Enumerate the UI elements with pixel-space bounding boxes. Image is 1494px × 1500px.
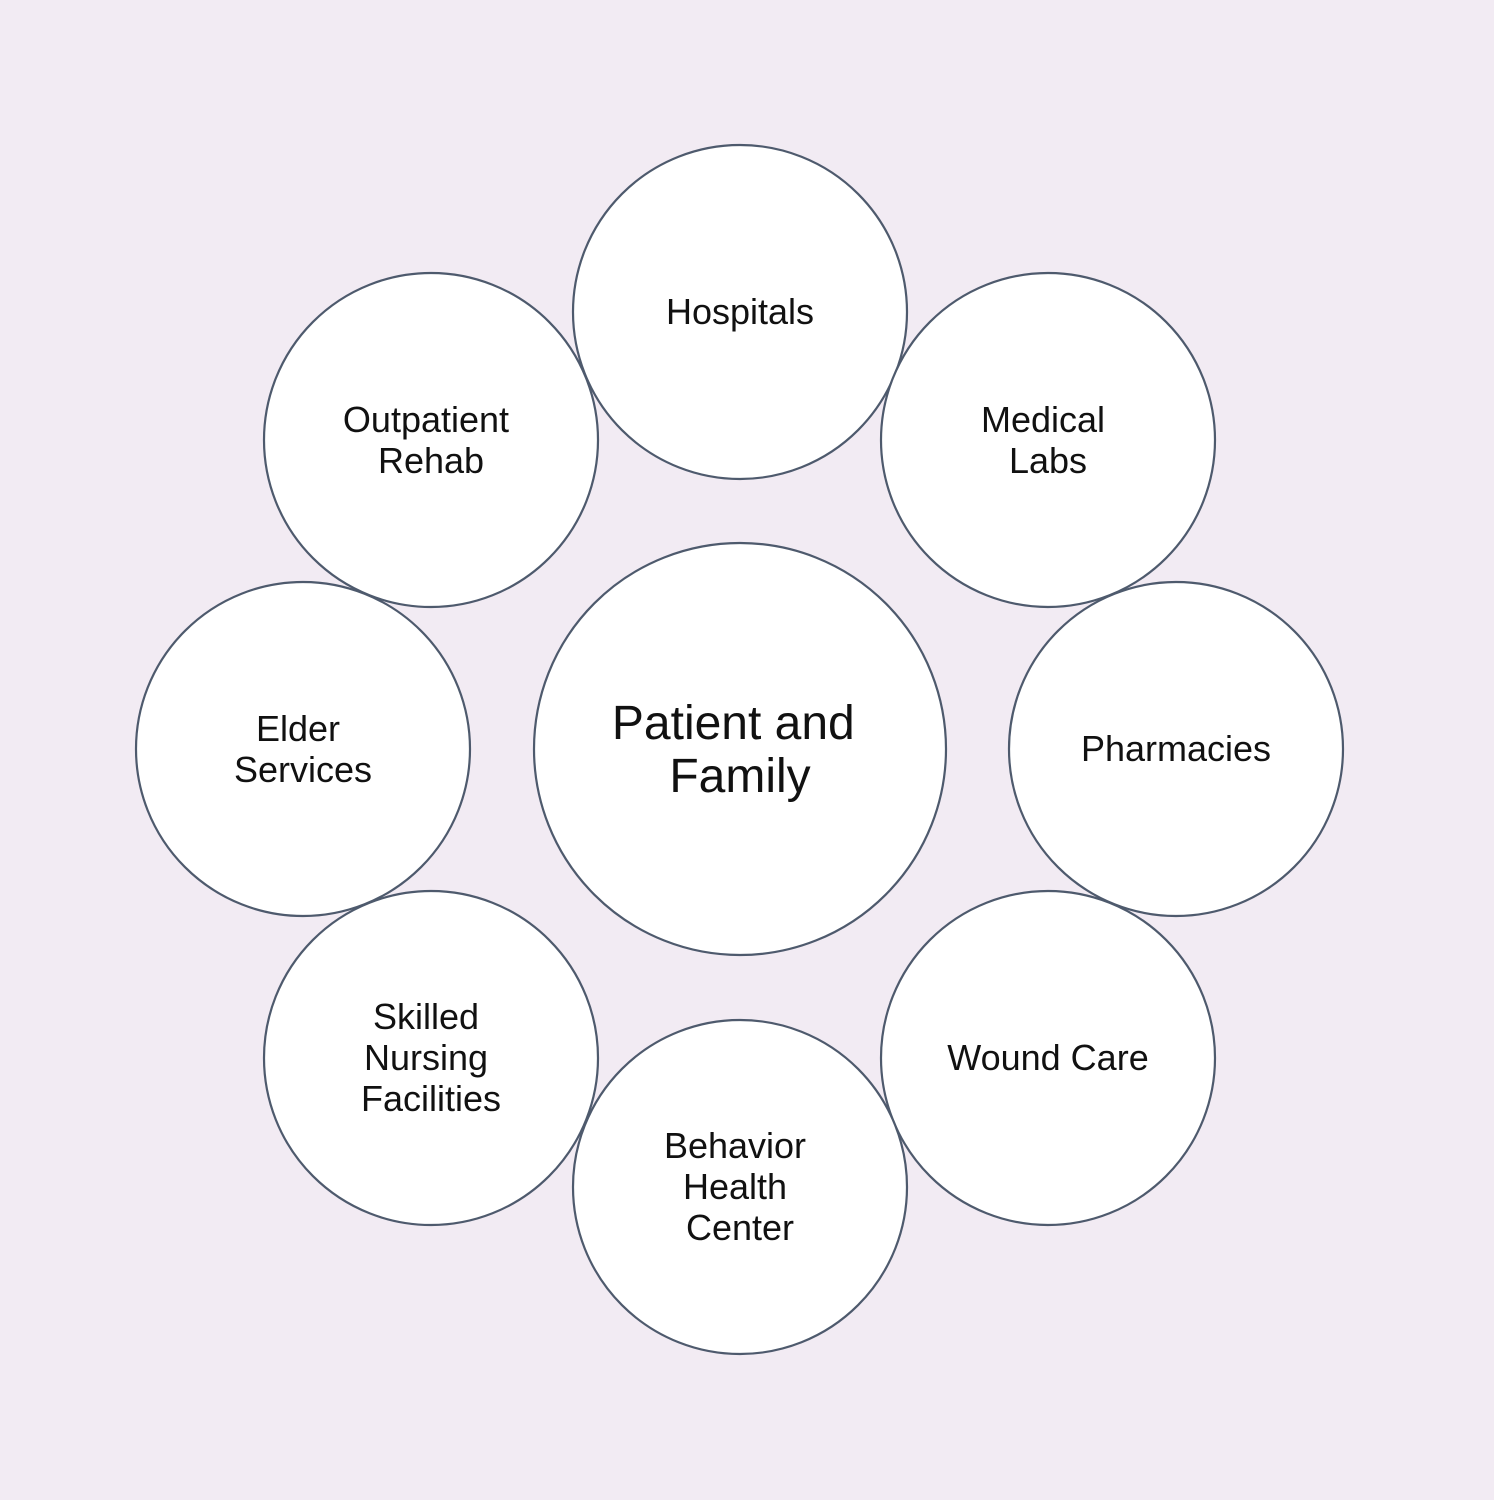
svg-text:Patient and Family: Patient and Family xyxy=(612,697,868,803)
node-elder-services-circle xyxy=(134,580,472,918)
node-wound-care-circle xyxy=(879,889,1217,1227)
center-node-circle xyxy=(532,541,948,957)
svg-text:Pharmacies: Pharmacies xyxy=(1081,728,1271,769)
node-pharmacies-label-line: Pharmacies xyxy=(1081,728,1271,769)
node-skilled-nursing-facilities-label-line: Nursing xyxy=(364,1037,488,1078)
svg-text:Skilled Nursing Fa: Skilled Nursing Facilities xyxy=(361,996,501,1119)
svg-text:Elder Services: Elder Services xyxy=(234,708,372,790)
node-outpatient-rehab: Outpatient Rehab xyxy=(262,271,600,609)
center-node-label-line: Family xyxy=(669,750,810,803)
node-behavior-health-center-label-line: Center xyxy=(686,1207,794,1248)
svg-text:Hospitals: Hospitals xyxy=(666,291,814,332)
node-behavior-health-center-label-line: Health xyxy=(683,1166,787,1207)
svg-text:Behavior Health Ce: Behavior Health Center xyxy=(664,1125,816,1248)
node-skilled-nursing-facilities-circle xyxy=(262,889,600,1227)
node-outpatient-rehab-label-line: Outpatient xyxy=(343,399,509,440)
node-behavior-health-center-label-line: Behavior xyxy=(664,1125,806,1166)
node-pharmacies-circle xyxy=(1007,580,1345,918)
svg-text:Outpatient Rehab: Outpatient Rehab xyxy=(343,399,519,481)
node-medical-labs: Medical Labs xyxy=(879,271,1217,609)
node-medical-labs-circle xyxy=(879,271,1217,609)
center-node-patient-family: Patient and Family xyxy=(532,541,948,957)
node-elder-services-label-line: Services xyxy=(234,749,372,790)
node-medical-labs-label-line: Medical xyxy=(981,399,1105,440)
svg-text:Medical Labs: Medical Labs xyxy=(981,399,1115,481)
node-outpatient-rehab-circle xyxy=(262,271,600,609)
node-outpatient-rehab-label-line: Rehab xyxy=(378,440,484,481)
svg-text:Wound Care: Wound Care xyxy=(947,1037,1148,1078)
node-elder-services: Elder Services xyxy=(134,580,472,918)
node-hospitals: Hospitals xyxy=(571,143,909,481)
node-skilled-nursing-facilities-label-line: Facilities xyxy=(361,1078,501,1119)
node-pharmacies: Pharmacies xyxy=(1007,580,1345,918)
center-node-label-line: Patient and xyxy=(612,697,855,750)
node-hospitals-circle xyxy=(571,143,909,481)
node-skilled-nursing-facilities-label-line: Skilled xyxy=(373,996,479,1037)
node-hospitals-label-line: Hospitals xyxy=(666,291,814,332)
node-wound-care: Wound Care xyxy=(879,889,1217,1227)
node-elder-services-label-line: Elder xyxy=(256,708,340,749)
node-behavior-health-center-circle xyxy=(571,1018,909,1356)
node-wound-care-label-line: Wound Care xyxy=(947,1037,1148,1078)
node-medical-labs-label-line: Labs xyxy=(1009,440,1087,481)
node-skilled-nursing-facilities: Skilled Nursing Facilities xyxy=(262,889,600,1227)
node-behavior-health-center: Behavior Health Center xyxy=(571,1018,909,1356)
